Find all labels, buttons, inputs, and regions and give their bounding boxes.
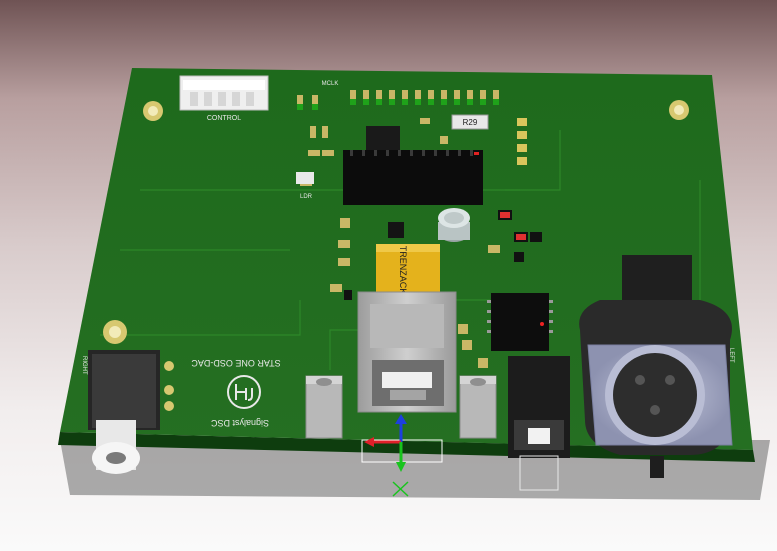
rca-pads [164,361,174,411]
pcb-board-edge [58,432,755,462]
control-connector: CONTROL [179,75,269,122]
hex-standoffs [305,375,497,439]
toslink-connector [508,356,570,491]
electrolytic-capacitor [438,208,470,242]
xlr-connector [579,255,733,478]
soic-chip [487,293,553,351]
right-passives [488,210,542,262]
board-title: STAR ONE OSD-DAC [191,358,281,368]
usb-b-connector [357,291,457,413]
side-pad-column [517,118,527,165]
resistor-r29-label: R29 [463,118,478,127]
small-ic [388,222,404,238]
mclk-label: MCLK [322,81,339,87]
channel-right-label: RIGHT [81,356,87,375]
main-chip [343,126,483,205]
resistor-r29: R29 [451,114,489,130]
kapton-oscillator: TRENZACK [376,244,440,294]
board-subtitle: Signalyst DSC [210,418,269,428]
board-branding: STAR ONE OSD-DAC Signalyst DSC [191,358,281,428]
kapton-text: TRENZACK [398,246,408,295]
ldr-label: LDR [300,194,313,200]
left-passives [330,218,352,300]
hu-logo-icon [227,375,261,409]
mounting-holes [103,100,689,344]
channel-left-label: LEFT [728,348,734,363]
xyz-axis-gizmo-icon [361,414,443,497]
smd-led-row [297,90,499,110]
control-connector-label: CONTROL [207,115,241,122]
rca-jack [88,350,160,474]
ldr-component: LDR [296,172,314,200]
